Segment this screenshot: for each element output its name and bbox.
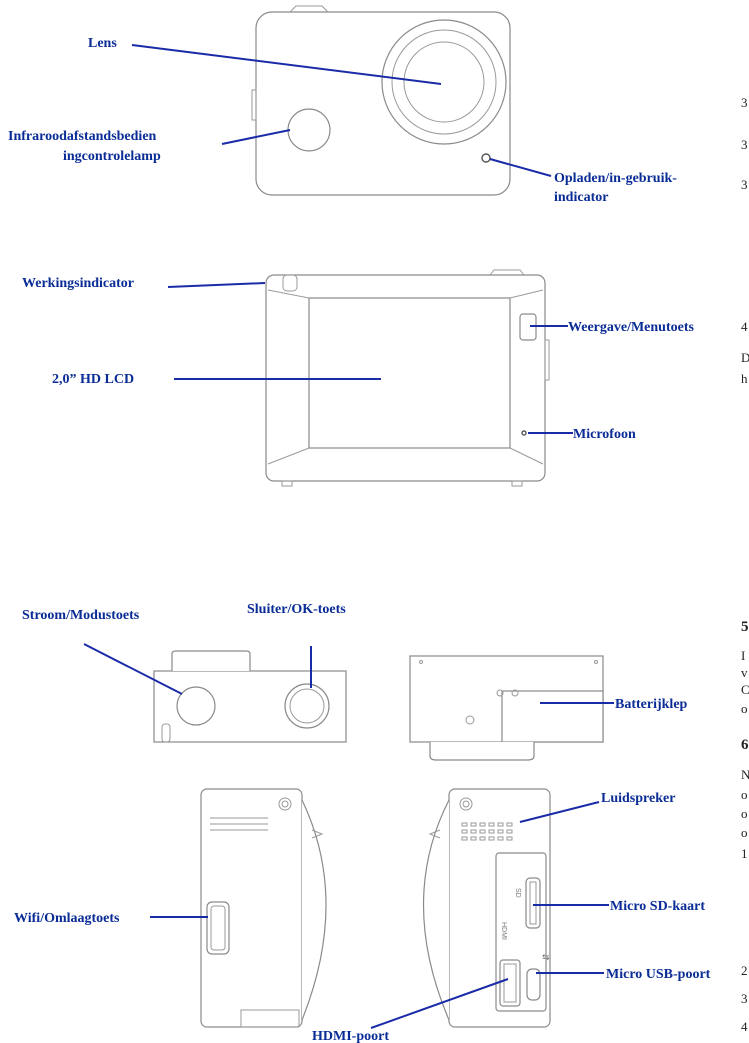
label-mic: Microfoon (573, 427, 636, 442)
svg-text:C: C (741, 682, 749, 697)
camera-right-side-view: SD HDMI ⇆ (422, 788, 551, 1028)
svg-text:v: v (741, 665, 748, 680)
camera-left-side-view (200, 788, 327, 1028)
label-speaker: Luidspreker (601, 791, 675, 806)
svg-text:3: 3 (741, 991, 748, 1006)
label-battery: Batterijklep (615, 697, 688, 712)
sd-small-label: SD (514, 888, 521, 898)
usb-symbol-icon: ⇆ (542, 953, 550, 963)
speaker-grille (461, 822, 513, 841)
svg-text:1: 1 (741, 846, 748, 861)
svg-text:o: o (741, 806, 748, 821)
callout-labels: Lens Infraroodafstandsbedien ingcontrole… (8, 36, 711, 1043)
svg-text:3: 3 (741, 137, 748, 152)
leader-lines (83, 44, 614, 1029)
svg-text:o: o (741, 701, 748, 716)
svg-text:3: 3 (741, 95, 748, 110)
label-hdmi: HDMI-poort (312, 1029, 389, 1043)
label-lens: Lens (88, 36, 117, 51)
svg-text:h: h (741, 371, 748, 386)
svg-text:o: o (741, 787, 748, 802)
hdmi-small-label: HDMI (500, 922, 507, 940)
svg-text:I: I (741, 648, 745, 663)
camera-top-view (153, 650, 347, 743)
svg-text:4: 4 (741, 1019, 748, 1034)
right-edge-text: 3 3 3 4 D h 5 I v C o 6 N o o o 1 2 3 4 (741, 95, 749, 1034)
label-ir-line2: ingcontrolelamp (63, 149, 161, 164)
svg-text:4: 4 (741, 319, 748, 334)
label-wifi: Wifi/Omlaagtoets (14, 911, 120, 926)
label-charge-line1: Opladen/in-gebruik- (554, 171, 677, 186)
label-power: Stroom/Modustoets (22, 608, 140, 623)
label-work-indicator: Werkingsindicator (22, 276, 134, 291)
label-display-menu: Weergave/Menutoets (568, 320, 695, 335)
svg-text:2: 2 (741, 963, 748, 978)
label-charge-line2: indicator (554, 190, 608, 205)
label-lcd: 2,0” HD LCD (52, 372, 134, 387)
svg-text:o: o (741, 825, 748, 840)
svg-text:6: 6 (741, 737, 749, 753)
label-sd: Micro SD-kaart (610, 899, 705, 914)
svg-text:D: D (741, 350, 749, 365)
camera-front-view (251, 5, 511, 196)
camera-back-view (265, 269, 550, 487)
svg-text:5: 5 (741, 619, 749, 635)
label-usb: Micro USB-poort (606, 967, 711, 982)
camera-bottom-view (409, 655, 604, 761)
svg-text:N: N (741, 767, 749, 782)
svg-text:3: 3 (741, 177, 748, 192)
label-ir-line1: Infraroodafstandsbedien (8, 129, 157, 144)
label-shutter: Sluiter/OK-toets (247, 602, 346, 617)
